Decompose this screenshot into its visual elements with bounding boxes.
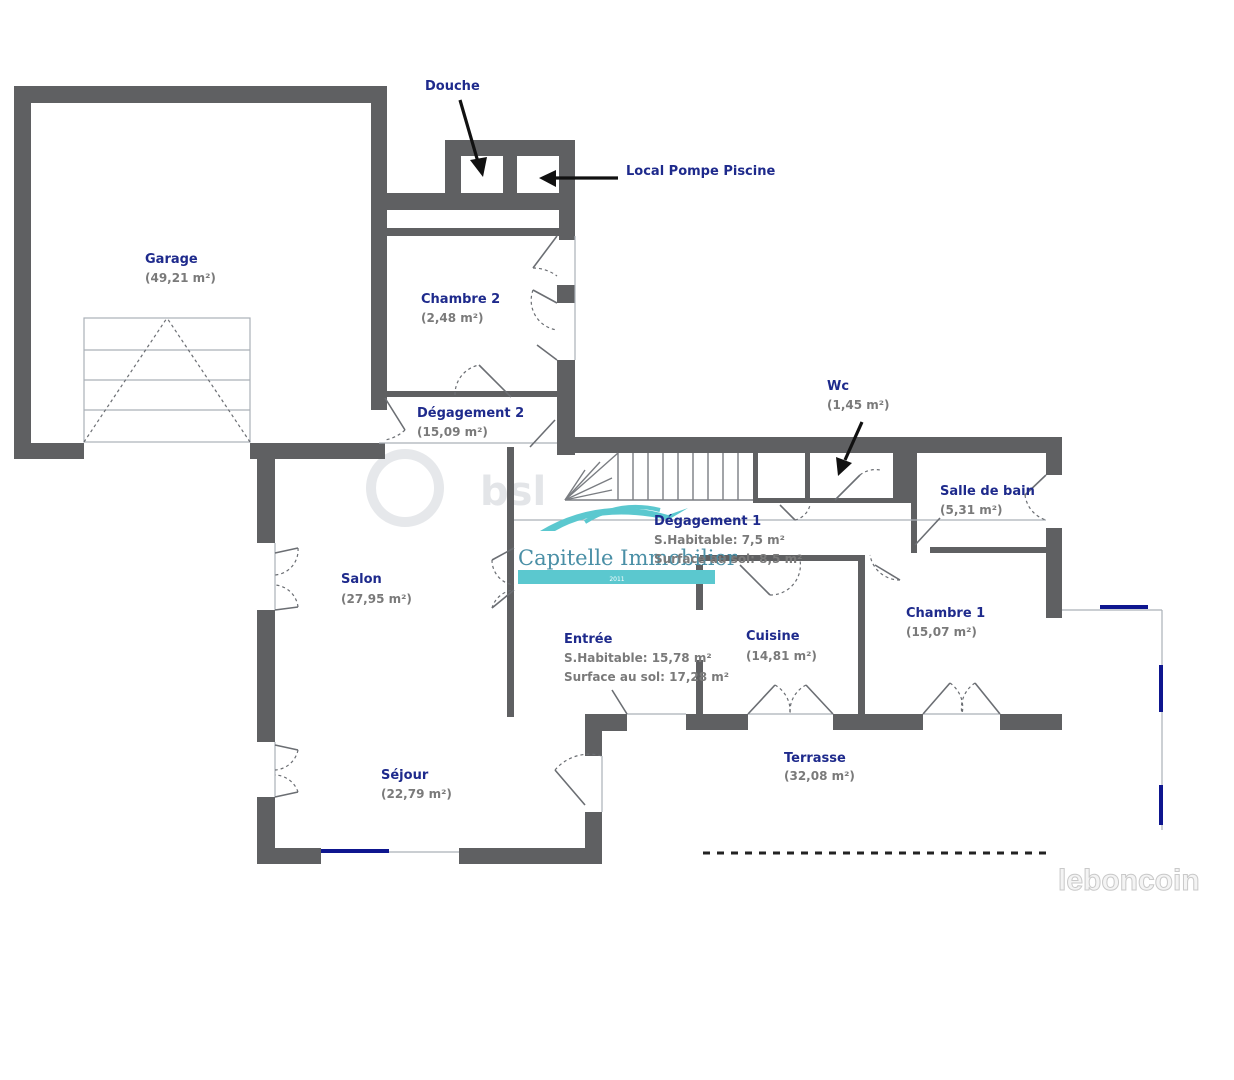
garage-door — [83, 317, 251, 443]
wc-area: (1,45 m²) — [827, 398, 890, 412]
local-pompe-label: Local Pompe Piscine — [626, 164, 775, 179]
degagement2-area: (15,09 m²) — [417, 425, 488, 439]
agency-bar — [518, 570, 715, 584]
salle-de-bain-name: Salle de bain — [940, 484, 1035, 499]
chambre1-area: (15,07 m²) — [906, 625, 977, 639]
garage-name: Garage — [145, 252, 198, 267]
walls — [14, 86, 1062, 864]
degagement2-name: Dégagement 2 — [417, 406, 524, 421]
agency-name: Capitelle Immobilier — [518, 546, 738, 570]
agency-year: 2011 — [609, 576, 624, 583]
wc-name: Wc — [827, 379, 849, 394]
annotation-arrows — [458, 99, 864, 476]
entree-habitable: S.Habitable: 15,78 m² — [564, 651, 712, 665]
room-labels: Douche Local Pompe Piscine Garage (49,21… — [145, 79, 1035, 801]
chambre1-name: Chambre 1 — [906, 606, 985, 621]
entree-name: Entrée — [564, 632, 613, 647]
degagement1-habitable: S.Habitable: 7,5 m² — [654, 533, 785, 547]
faint-watermark: bsl — [366, 449, 546, 527]
sejour-area: (22,79 m²) — [381, 787, 452, 801]
staircase — [564, 452, 753, 501]
chambre2-name: Chambre 2 — [421, 292, 500, 307]
agency-watermark: Capitelle Immobilier 2011 — [518, 504, 738, 584]
cuisine-name: Cuisine — [746, 629, 800, 644]
sejour-name: Séjour — [381, 768, 429, 783]
doors — [274, 235, 1047, 806]
cuisine-area: (14,81 m²) — [746, 649, 817, 663]
degagement1-sol: Surface au sol: 8,5 m² — [654, 552, 802, 566]
entree-sol: Surface au sol: 17,28 m² — [564, 670, 729, 684]
salle-de-bain-area: (5,31 m²) — [940, 503, 1003, 517]
terrasse-name: Terrasse — [784, 751, 846, 766]
terrasse-area: (32,08 m²) — [784, 769, 855, 783]
douche-label: Douche — [425, 79, 480, 94]
degagement1-name: Dégagement 1 — [654, 514, 761, 529]
terrace-outline — [321, 605, 1163, 855]
salon-name: Salon — [341, 572, 382, 587]
salon-area: (27,95 m²) — [341, 592, 412, 606]
garage-area: (49,21 m²) — [145, 271, 216, 285]
chambre2-area: (2,48 m²) — [421, 311, 484, 325]
leboncoin-watermark: leboncoin — [1058, 864, 1200, 897]
